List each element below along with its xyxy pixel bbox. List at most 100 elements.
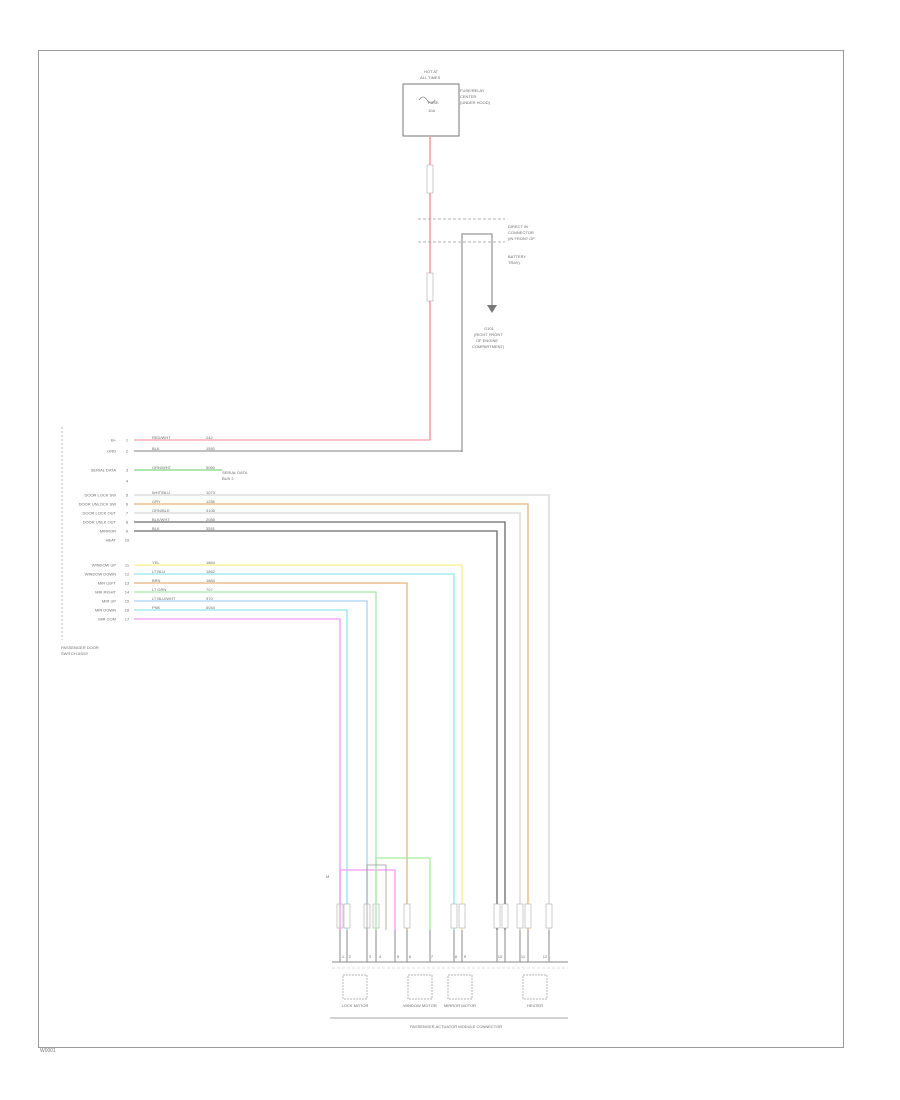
wire-vertical-label — [524, 903, 532, 929]
fuse-title-2: ALL TIMES — [420, 75, 441, 80]
connector-pin-number: 2 — [349, 954, 352, 959]
module-side-label: MIR LEFT — [98, 581, 117, 586]
module-side-label: DOOR UNLOCK SW — [79, 502, 117, 507]
fuse-note-2: CENTER — [460, 94, 477, 99]
module-pin-number: 12 — [125, 572, 130, 577]
module-name-2: SWITCH ASSY — [61, 651, 89, 656]
component-box — [447, 974, 473, 1000]
wire-circuit-label: 5060 — [206, 465, 216, 470]
component-box — [522, 974, 548, 1000]
connector-pin-number: 1 — [342, 954, 345, 959]
wire-line — [134, 494, 550, 930]
wire-circuit-label: 1286 — [206, 499, 216, 504]
wire-vertical-label — [493, 903, 501, 929]
svg-text:COMPARTMENT): COMPARTMENT) — [472, 344, 505, 349]
wire-color-label: YEL — [152, 560, 160, 565]
module-pin-number: 4 — [126, 479, 129, 484]
fuse-icon — [418, 96, 436, 104]
wire-circuit-label: 6044 — [206, 605, 216, 610]
module-pin-number: 16 — [125, 608, 130, 613]
wire-line — [134, 521, 506, 930]
module-side-label: MIR RIGHT — [95, 590, 116, 595]
connector-pin-number: 7 — [431, 954, 434, 959]
module-pin-number: 8 — [126, 520, 129, 525]
connector-pin-number: 12 — [543, 954, 548, 959]
fuse-block: HOT AT ALL TIMES FUSE 10A FUSE/RELAY CEN… — [402, 69, 491, 137]
module-pin-number: 15 — [125, 599, 130, 604]
fuse-label: FUSE — [428, 100, 439, 105]
wire-line — [134, 618, 341, 930]
wire-green-jog — [375, 857, 431, 930]
wire-gray-ground — [461, 233, 493, 452]
ground-symbol-icon — [487, 305, 497, 313]
connector-pin-number: 3 — [369, 954, 372, 959]
module-side-label: B+ — [111, 438, 117, 443]
module-pin-number: 9 — [126, 529, 129, 534]
connector-pin-number: 11 — [521, 954, 526, 959]
junction-note-2: CONNECTOR — [508, 230, 534, 235]
module-name-1: PASSENGER DOOR — [61, 645, 99, 650]
wire-line — [134, 600, 368, 930]
wire-line — [134, 503, 529, 930]
wire-vertical-label — [403, 903, 411, 929]
component-box — [342, 974, 368, 1000]
wire-vertical-label — [516, 903, 524, 929]
wire-circuit-label: 2085 — [206, 517, 216, 522]
wire-line — [134, 564, 463, 930]
module-pin-number: 7 — [126, 511, 129, 516]
connector-pin-number: 5 — [397, 954, 400, 959]
wire-color-label: BLK — [152, 526, 160, 531]
wire-vertical-label — [450, 903, 458, 929]
wire-color-label: GRN/WHT — [152, 465, 172, 470]
wire-vertical-label — [545, 903, 553, 929]
component-label: HEATER — [527, 1003, 543, 1008]
wire-line — [134, 530, 498, 930]
module-pin-number: 5 — [126, 493, 129, 498]
wire-color-label: BRN — [152, 578, 161, 583]
wire-line — [134, 450, 463, 452]
wire-color-label: RED/WHT — [152, 435, 171, 440]
wire-line — [134, 573, 455, 930]
wire-pink-loop — [339, 869, 396, 930]
wire-vertical-label — [343, 903, 351, 929]
connector-name: PASSENGER ACTUATOR MODULE CONNECTOR — [410, 1024, 502, 1029]
module-pin-number: 10 — [125, 538, 130, 543]
junction-note-5: TRAY) — [508, 260, 520, 265]
wire-color-label: LT BLU — [152, 569, 165, 574]
module-side-label: SERIAL DATA — [91, 468, 117, 473]
connector-left-label: M — [326, 874, 329, 879]
wire-circuit-label: 970 — [206, 596, 213, 601]
module-pin-number: 6 — [126, 502, 129, 507]
fuse-note-3: (UNDER HOOD) — [460, 100, 491, 105]
module-side-label: HEAT — [106, 538, 117, 543]
wire-thin-jog — [366, 864, 387, 930]
module-pin-number: 1 — [126, 438, 129, 443]
module-pin-number: 17 — [125, 617, 130, 622]
footer-code: W0001 — [40, 1048, 56, 1054]
wire-circuit-label: 3108 — [206, 508, 216, 513]
component-label: LOCK MOTOR — [342, 1003, 369, 1008]
wire-vertical-label — [458, 903, 466, 929]
wire-circuit-label: 242 — [206, 435, 213, 440]
module-side-label: MIR UP — [102, 599, 116, 604]
module-pin-number: 3 — [126, 468, 129, 473]
wire-circuit-label: 1884 — [206, 578, 216, 583]
module-side-label: MIRROR — [100, 529, 116, 534]
wire-color-label: GRY — [152, 499, 161, 504]
junction-note-4: BATTERY — [508, 254, 526, 259]
svg-text:(RIGHT FRONT: (RIGHT FRONT — [474, 332, 503, 337]
wire-circuit-label: 1864 — [206, 560, 216, 565]
ground-label: G101 (RIGHT FRONT OF ENGINE COMPARTMENT) — [472, 326, 505, 349]
module-side-label: MIR COM — [98, 617, 116, 622]
wire-circuit-label: 1073 — [206, 490, 216, 495]
wire-color-label: BLK — [152, 446, 160, 451]
fuse-value: 10A — [428, 108, 435, 113]
fuse-block-box — [402, 83, 460, 137]
connector-pin-number: 8 — [455, 954, 458, 959]
component-box — [407, 974, 433, 1000]
wire-color-label: LT GRN — [152, 587, 166, 592]
wire-vertical-label — [501, 903, 509, 929]
wire-label-red-lower — [426, 272, 434, 302]
